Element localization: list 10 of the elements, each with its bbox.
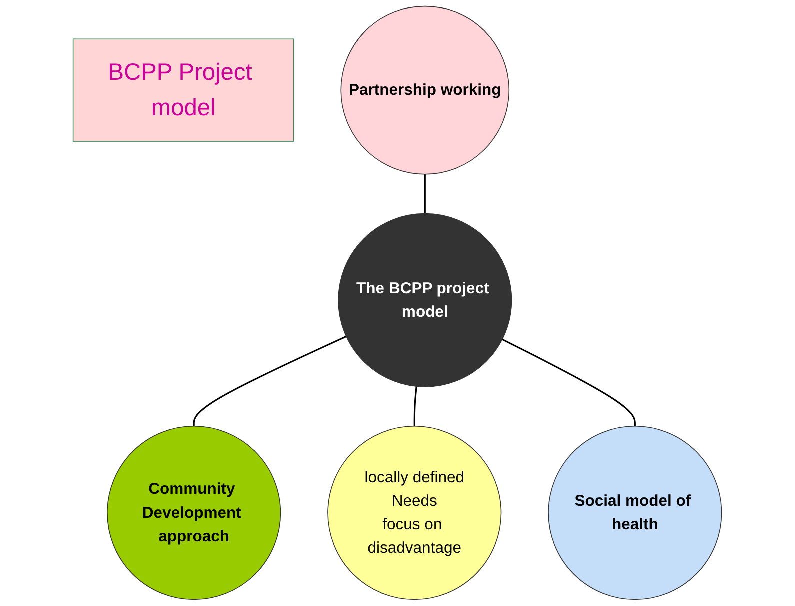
node-circle: The BCPP project model	[338, 213, 512, 388]
node-circle: Social model of health	[548, 426, 722, 600]
connector	[414, 386, 418, 426]
node-circle: Partnership working	[340, 6, 510, 175]
node-circle: Community Development approach	[107, 426, 282, 600]
connector	[193, 336, 347, 426]
node-box: BCPP Project model	[72, 38, 294, 142]
connector	[502, 338, 636, 426]
connector	[424, 174, 426, 214]
node-circle: locally defined Needs focus on disadvantage	[328, 426, 502, 600]
